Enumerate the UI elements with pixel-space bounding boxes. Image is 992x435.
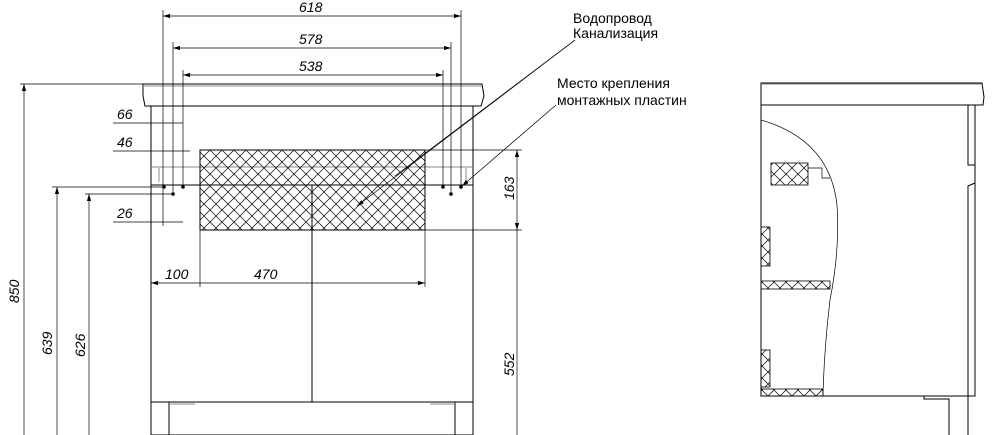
annotations: Водопровод Канализация Место крепления м… [557,10,687,108]
side-countertop [760,82,985,106]
side-body [760,104,976,397]
cabinet-body [150,105,474,435]
dim-470: 470 [254,266,278,282]
front-view [142,83,485,435]
sink-bowl-outline [760,119,839,397]
countertop [142,83,485,107]
siphon-block [770,162,809,186]
dim-46: 46 [117,134,133,150]
dim-578: 578 [299,31,323,47]
label-mount-place-1: Место крепления [557,75,670,91]
dimension-lines [20,10,576,435]
dim-538: 538 [299,58,323,74]
dim-552: 552 [501,352,517,376]
side-shelf [760,280,831,290]
dim-163: 163 [501,176,517,200]
dim-26: 26 [116,205,133,221]
dim-626: 626 [72,333,88,357]
dim-618: 618 [299,0,323,15]
dim-66: 66 [117,106,133,122]
dim-639: 639 [39,331,55,355]
label-mount-place-2: монтажных пластин [557,92,687,108]
side-view [760,82,985,435]
label-sewage: Канализация [573,25,658,41]
label-water-supply: Водопровод [573,10,652,26]
dimension-values: 618 578 538 66 46 26 100 470 850 639 626… [6,0,517,376]
dim-100: 100 [165,266,189,282]
dim-850: 850 [6,279,22,303]
